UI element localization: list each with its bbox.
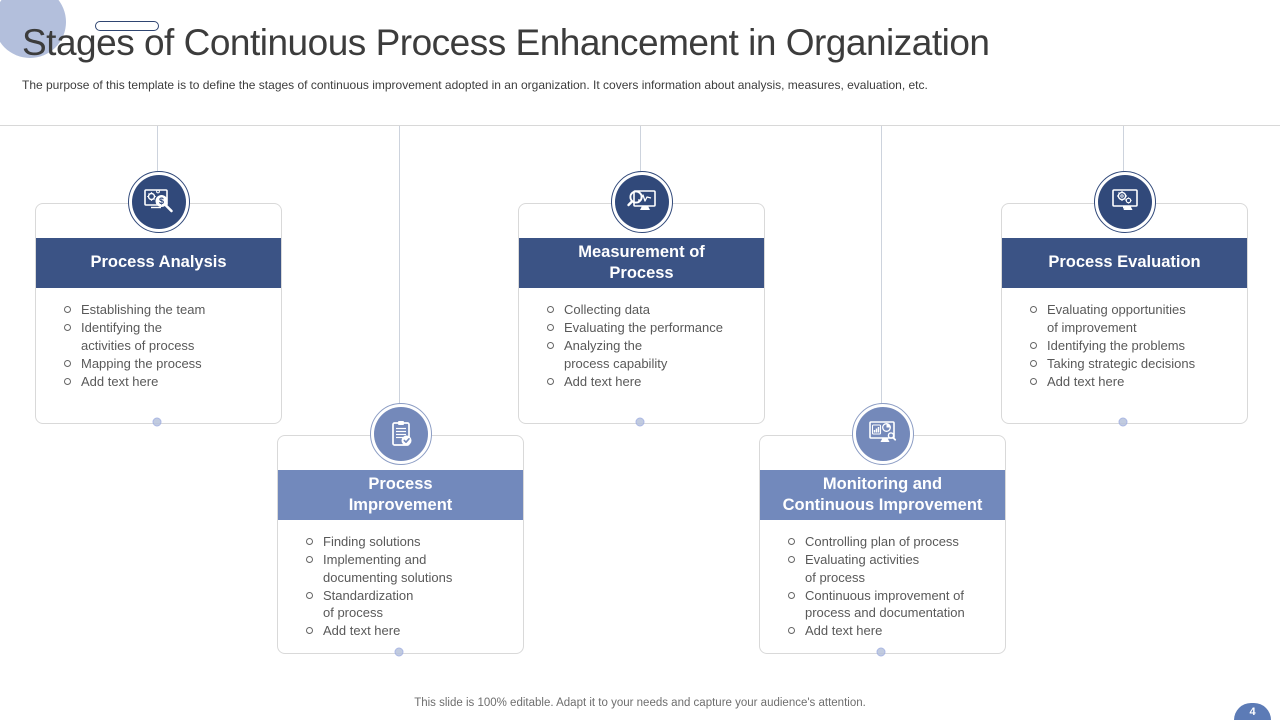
footer-note: This slide is 100% editable. Adapt it to… (414, 697, 866, 709)
card-title: Measurement of Process (519, 238, 764, 288)
bullet-icon (547, 342, 554, 349)
bullet-icon (788, 556, 795, 563)
card-title: Monitoring and Continuous Improvement (760, 470, 1005, 520)
bullet-icon (306, 556, 313, 563)
card-monitoring-continuous-improvement: Monitoring and Continuous Improvement Co… (759, 403, 1006, 654)
connector-end-dot (635, 417, 645, 427)
monitor-charts-magnifier-icon (851, 403, 914, 465)
connector-line (881, 126, 882, 404)
bullet-icon (788, 591, 795, 599)
svg-text:$: $ (158, 196, 163, 206)
connector-end-dot (152, 417, 162, 427)
bullet-icon (64, 359, 71, 367)
bullet-icon (788, 538, 795, 545)
bullet-icon (64, 377, 71, 385)
list-item: Implementing and documenting solutions (306, 551, 515, 586)
list-item: Evaluating activities of process (788, 551, 997, 586)
card-bullet-list: Establishing the team Identifying the ac… (64, 301, 273, 391)
list-item: Add text here (1030, 373, 1239, 391)
page-subtitle: The purpose of this template is to defin… (22, 78, 928, 92)
list-item: Evaluating the performance (547, 319, 756, 337)
list-item: Finding solutions (306, 533, 515, 551)
card-process-analysis: $ Process Analysis Establishing the team… (35, 171, 282, 424)
bullet-icon (547, 377, 554, 385)
card-bullet-list: Finding solutions Implementing and docum… (306, 533, 515, 640)
card-process-evaluation: Process Evaluation Evaluating opportunit… (1001, 171, 1248, 424)
clipboard-check-icon (369, 403, 432, 465)
card-title: Process Analysis (36, 238, 281, 288)
card-bullet-list: Controlling plan of process Evaluating a… (788, 533, 997, 640)
bullet-icon (306, 591, 313, 599)
list-item: Analyzing the process capability (547, 337, 756, 372)
magnifier-monitor-pulse-icon (610, 171, 673, 233)
card-bullet-list: Collecting data Evaluating the performan… (547, 301, 756, 391)
bullet-icon (547, 324, 554, 331)
bullet-icon (64, 306, 71, 313)
monitor-gear-dollar-magnifier-icon: $ (127, 171, 190, 233)
connector-line (157, 126, 158, 171)
list-item: Add text here (64, 373, 273, 391)
list-item: Continuous improvement of process and do… (788, 587, 997, 622)
bullet-icon (64, 324, 71, 331)
bullet-icon (1030, 359, 1037, 367)
bullet-icon (306, 627, 313, 634)
bullet-icon (1030, 377, 1037, 385)
list-item: Mapping the process (64, 355, 273, 373)
header-divider-line (0, 125, 1280, 126)
list-item: Collecting data (547, 301, 756, 319)
list-item: Controlling plan of process (788, 533, 997, 551)
bullet-icon (306, 538, 313, 545)
list-item: Add text here (306, 622, 515, 640)
connector-line (1123, 126, 1124, 171)
list-item: Identifying the problems (1030, 337, 1239, 355)
list-item: Add text here (547, 373, 756, 391)
card-process-improvement: Process Improvement Finding solutions Im… (277, 403, 524, 654)
monitor-gears-icon (1093, 171, 1156, 233)
bullet-icon (547, 306, 554, 313)
list-item: Establishing the team (64, 301, 273, 319)
connector-line (640, 126, 641, 171)
connector-line (399, 126, 400, 404)
list-item: Taking strategic decisions (1030, 355, 1239, 373)
bullet-icon (1030, 341, 1037, 349)
list-item: Identifying the activities of process (64, 319, 273, 354)
card-title: Process Evaluation (1002, 238, 1247, 288)
card-measurement-of-process: Measurement of Process Collecting data E… (518, 171, 765, 424)
decorative-pill (95, 21, 159, 31)
list-item: Standardization of process (306, 587, 515, 622)
bullet-icon (788, 627, 795, 634)
card-bullet-list: Evaluating opportunities of improvement … (1030, 301, 1239, 391)
page-number-badge: 4 (1234, 703, 1271, 720)
bullet-icon (1030, 306, 1037, 313)
list-item: Evaluating opportunities of improvement (1030, 301, 1239, 336)
connector-end-dot (394, 647, 404, 657)
connector-end-dot (876, 647, 886, 657)
connector-end-dot (1118, 417, 1128, 427)
list-item: Add text here (788, 622, 997, 640)
card-title: Process Improvement (278, 470, 523, 520)
page-title: Stages of Continuous Process Enhancement… (22, 22, 990, 63)
